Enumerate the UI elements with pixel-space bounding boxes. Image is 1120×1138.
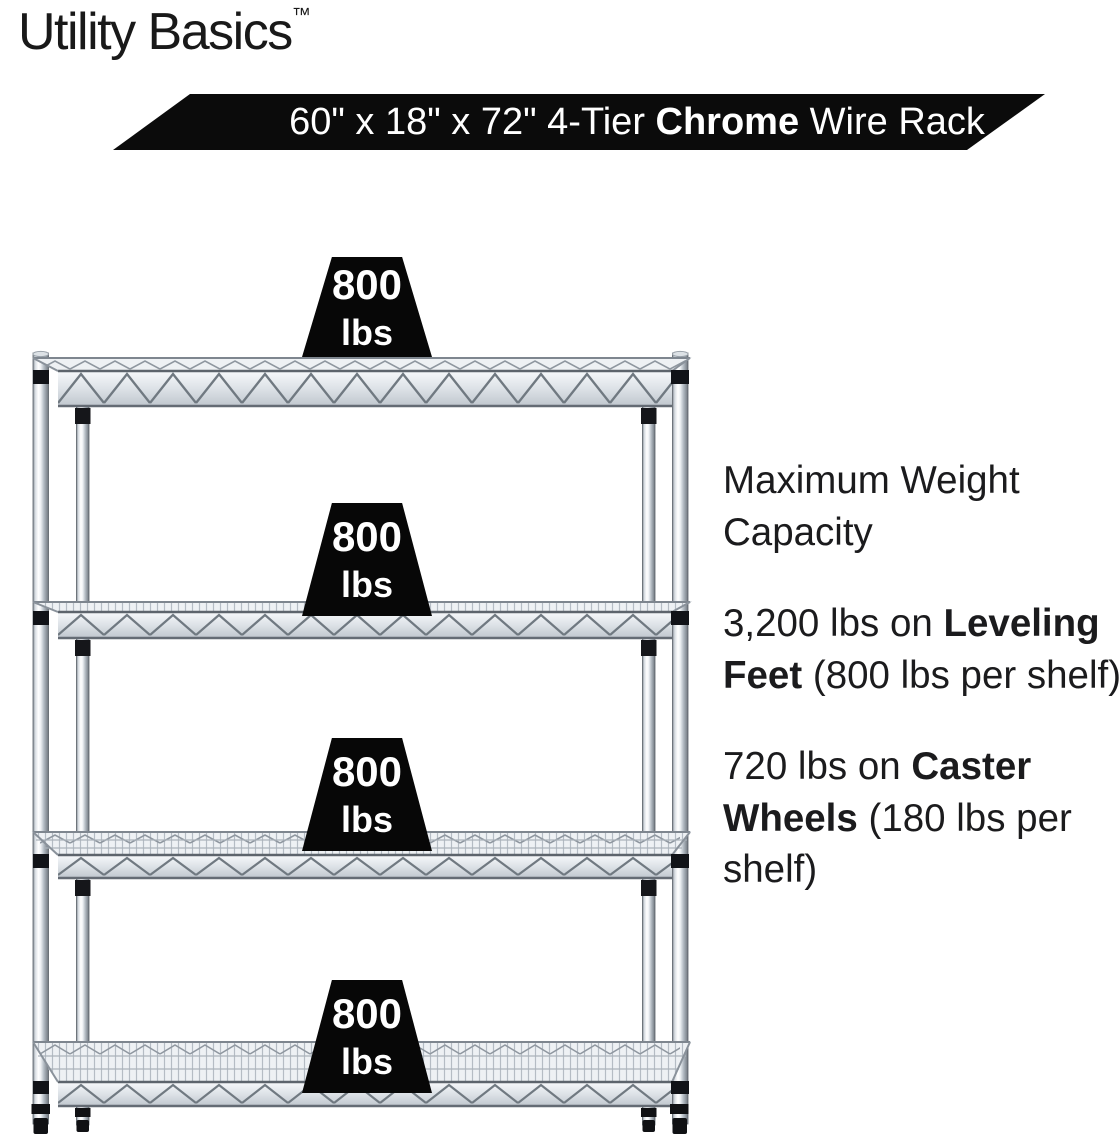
post-collar bbox=[641, 880, 657, 896]
badge-weight-unit: lbs bbox=[340, 1041, 393, 1082]
leveling-feet-capacity: 3,200 lbs on Leveling Feet (800 lbs per … bbox=[723, 598, 1120, 701]
corner-clamp bbox=[33, 611, 49, 625]
corner-clamp bbox=[671, 611, 689, 625]
leveling-post: (800 lbs per shelf) bbox=[802, 653, 1120, 697]
post-collar bbox=[75, 640, 91, 656]
badge-weight-unit: lbs bbox=[340, 311, 393, 353]
badge-weight-value: 800 bbox=[331, 260, 403, 308]
corner-clamp bbox=[671, 370, 689, 384]
post-collar bbox=[641, 640, 657, 656]
badge-weight-unit: lbs bbox=[340, 564, 393, 605]
post-front-right bbox=[642, 367, 656, 1126]
post-collar bbox=[75, 880, 91, 896]
leveling-pre: 3,200 lbs on bbox=[723, 602, 944, 646]
leveling-foot bbox=[642, 1120, 655, 1132]
foot-collar bbox=[670, 1104, 689, 1114]
brand-name: Utility Basics bbox=[18, 3, 293, 61]
post-front-left bbox=[76, 367, 90, 1126]
foot-collar bbox=[641, 1108, 657, 1117]
foot-collar bbox=[75, 1108, 91, 1117]
foot-collar bbox=[31, 1104, 50, 1114]
product-title: 60" x 18" x 72" 4-Tier Chrome Wire Rack bbox=[229, 94, 1045, 150]
capacity-heading: Maximum Weight Capacity bbox=[723, 459, 1020, 554]
badge-weight-value: 800 bbox=[331, 513, 403, 560]
title-suffix: Wire Rack bbox=[799, 101, 985, 143]
rack-posts bbox=[32, 350, 689, 1126]
title-finish: Chrome bbox=[655, 101, 800, 143]
corner-clamp bbox=[33, 1081, 49, 1094]
caster-pre: 720 lbs on bbox=[723, 745, 912, 789]
badge-weight-unit: lbs bbox=[340, 799, 393, 840]
post-back-right bbox=[672, 352, 689, 1125]
corner-clamp bbox=[671, 1081, 689, 1094]
capacity-info: Maximum Weight Capacity 3,200 lbs on Lev… bbox=[723, 455, 1120, 936]
post-collar bbox=[75, 408, 91, 424]
corner-clamp bbox=[33, 854, 49, 868]
caster-bold: Caster Wheels bbox=[723, 745, 1032, 840]
leveling-bold: Leveling Feet bbox=[723, 602, 1100, 697]
shelf-2 bbox=[32, 601, 692, 656]
post-collar bbox=[641, 408, 657, 424]
corner-clamp bbox=[33, 370, 49, 384]
brand-logo: Utility Basics™ bbox=[18, 2, 311, 62]
leveling-foot bbox=[33, 1118, 48, 1134]
post-back-left bbox=[32, 352, 49, 1125]
leveling-feet bbox=[31, 1104, 689, 1134]
caster-post: (180 lbs per shelf) bbox=[723, 796, 1072, 892]
caster-wheels-capacity: 720 lbs on Caster Wheels (180 lbs per sh… bbox=[723, 741, 1120, 896]
weight-badge-shelf-1: 800 lbs bbox=[302, 257, 432, 357]
trademark-symbol: ™ bbox=[291, 5, 311, 26]
badge-weight-value: 800 bbox=[331, 990, 403, 1037]
leveling-foot bbox=[672, 1118, 687, 1134]
corner-clamp bbox=[671, 854, 689, 868]
title-banner: 60" x 18" x 72" 4-Tier Chrome Wire Rack bbox=[113, 94, 1045, 150]
title-dimensions: 60" x 18" x 72" 4-Tier bbox=[289, 101, 656, 143]
post-cap-right bbox=[672, 350, 689, 358]
shelf-1 bbox=[32, 357, 692, 424]
shelf-3 bbox=[31, 831, 692, 896]
badge-weight-value: 800 bbox=[331, 748, 403, 795]
weight-badge-shelf-4: 800 lbs bbox=[302, 980, 432, 1093]
post-cap-left bbox=[32, 350, 49, 358]
leveling-foot bbox=[76, 1120, 89, 1132]
